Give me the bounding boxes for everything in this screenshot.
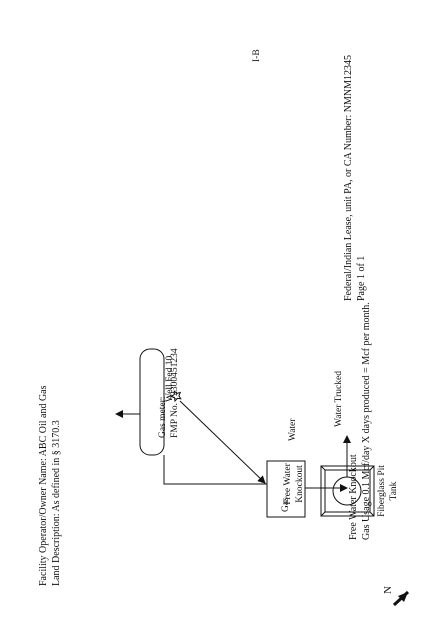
free-water-knockout-box <box>266 460 306 518</box>
notes-title: Free Water Knockout <box>348 454 359 540</box>
well-flow-line <box>179 400 266 484</box>
gas-meter-title: Gas meter: <box>158 396 168 438</box>
gas-meter-box <box>139 348 165 456</box>
gas-usage-note: Gas Usage 0.1 Mcf/day X days produced = … <box>361 302 372 540</box>
gas-line <box>163 455 267 485</box>
water-trucked-label: Water Trucked <box>334 371 344 427</box>
north-label: N <box>382 586 394 594</box>
water-label: Water <box>288 418 298 441</box>
well-star-icon <box>170 390 182 403</box>
tank-label-line2: Tank <box>389 481 399 501</box>
knockout-label-line2: Knockout <box>295 465 305 503</box>
gas-label: Gas <box>281 497 291 512</box>
tank-label-line1: Fiberglass Pit <box>377 465 387 517</box>
gas-meter-id: FMP No. 72300451234 <box>170 348 180 438</box>
north-arrow-icon <box>398 592 408 602</box>
